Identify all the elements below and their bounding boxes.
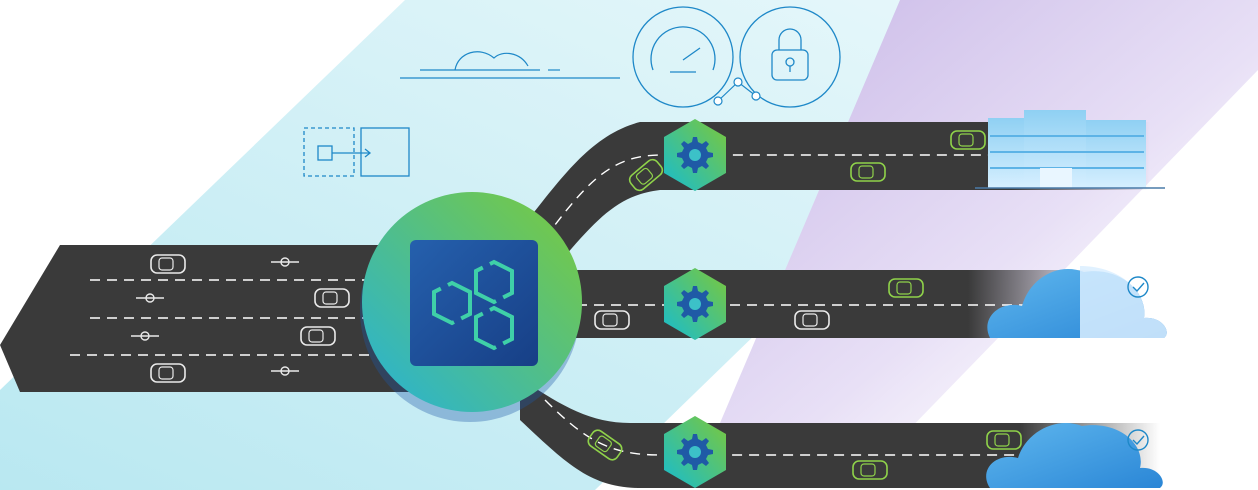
gear-gateway-bottom [664, 416, 726, 488]
gear-gateway-middle [664, 268, 726, 340]
cloud-middle-icon [987, 266, 1167, 338]
migration-box-icon [303, 127, 410, 177]
hub-node [360, 192, 582, 422]
check-circle-icon [1127, 276, 1149, 298]
check-circle-icon [1127, 429, 1149, 451]
cloud-bottom-icon [986, 422, 1163, 488]
padlock-icon [739, 6, 841, 108]
gear-gateway-top [664, 119, 726, 191]
hexagon-cluster-icon [432, 259, 514, 351]
building-icon [975, 110, 1165, 189]
connector-nodes [713, 77, 761, 106]
purple-background-band [700, 0, 1258, 470]
speedometer-icon [632, 6, 734, 108]
cloud-outline-icon [400, 51, 620, 79]
